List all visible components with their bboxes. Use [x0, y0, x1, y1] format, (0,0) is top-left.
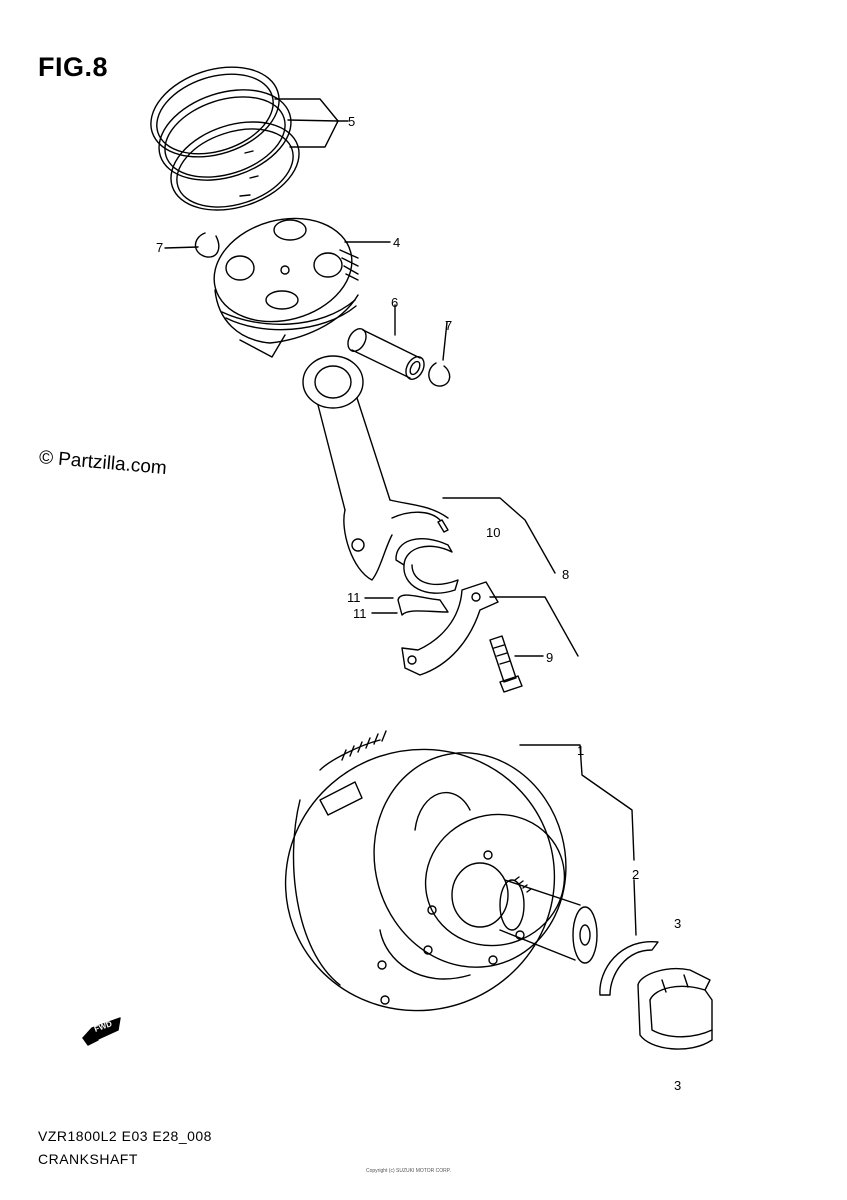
leader-10-8	[442, 497, 556, 574]
callout-4[interactable]: 4	[393, 235, 401, 250]
piston-rings[interactable]	[139, 52, 310, 226]
section-title: CRANKSHAFT	[38, 1151, 138, 1167]
callout-3-upper[interactable]: 3	[674, 916, 682, 931]
crank-bearing-upper[interactable]	[395, 537, 459, 594]
leader-7a	[164, 246, 199, 249]
leader-1	[519, 744, 635, 861]
leader-2	[633, 879, 637, 936]
main-bearing[interactable]	[637, 968, 713, 1050]
callout-3-lower[interactable]: 3	[674, 1078, 682, 1093]
callout-6[interactable]: 6	[391, 295, 399, 310]
callout-5[interactable]: 5	[348, 114, 356, 129]
dowel-pin[interactable]	[437, 519, 449, 533]
crank-bearing-lower[interactable]	[397, 594, 449, 616]
thrust-washer[interactable]	[599, 941, 659, 996]
callout-8[interactable]: 8	[562, 567, 570, 582]
callout-7-right[interactable]: 7	[445, 318, 453, 333]
leader-8b	[489, 596, 579, 657]
model-code: VZR1800L2 E03 E28_008	[38, 1128, 212, 1144]
callout-9[interactable]: 9	[546, 650, 554, 665]
leader-7b	[442, 321, 448, 361]
callout-7-left[interactable]: 7	[156, 240, 164, 255]
copyright-note: Copyright (c) SUZUKI MOTOR CORP.	[366, 1168, 451, 1174]
figure-title: FIG.8	[38, 52, 109, 82]
rod-bolt[interactable]	[489, 635, 523, 693]
connecting-rod-cap[interactable]	[401, 581, 499, 676]
circlip-left[interactable]	[194, 232, 220, 258]
circlip-right[interactable]	[428, 362, 451, 387]
piston-pin[interactable]	[344, 326, 427, 383]
piston[interactable]	[202, 204, 363, 358]
callout-1[interactable]: 1	[577, 743, 585, 758]
callout-10[interactable]: 10	[486, 525, 501, 540]
fwd-arrow-icon	[82, 1017, 121, 1046]
callout-11-upper[interactable]: 11	[347, 590, 361, 605]
callout-2[interactable]: 2	[632, 867, 640, 882]
crankshaft[interactable]	[249, 712, 598, 1049]
leader-5	[274, 98, 349, 122]
callout-11-lower[interactable]: 11	[353, 606, 367, 621]
connecting-rod[interactable]	[302, 355, 449, 581]
